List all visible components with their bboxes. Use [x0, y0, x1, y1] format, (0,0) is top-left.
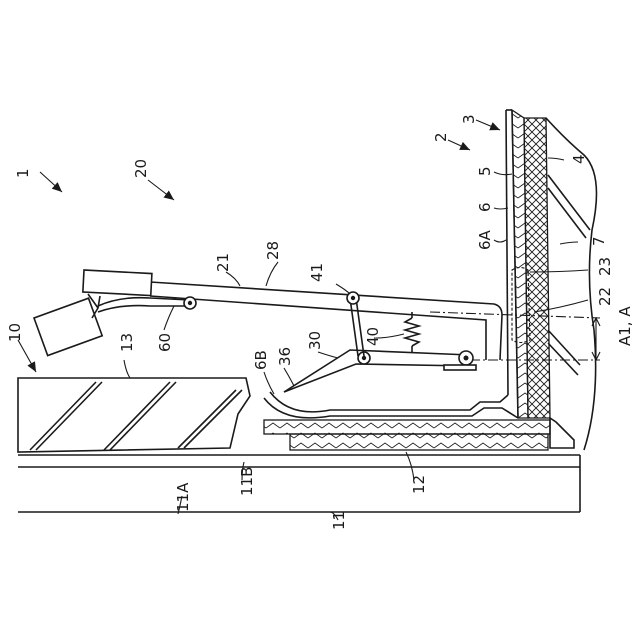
link-60 [98, 297, 196, 312]
label-40: 40 [364, 327, 382, 346]
trim-6B [264, 392, 518, 418]
label-36: 36 [276, 347, 294, 366]
label-30: 30 [306, 331, 324, 350]
label-11A: 11A [174, 482, 192, 512]
label-20: 20 [132, 159, 150, 178]
label-23: 23 [596, 257, 614, 276]
label-7: 7 [590, 236, 608, 246]
label-11B: 11B [238, 467, 256, 496]
label-22: 22 [596, 287, 614, 306]
label-5: 5 [476, 166, 494, 176]
label-13: 13 [118, 333, 136, 352]
label-60: 60 [156, 333, 174, 352]
lower-arm-30 [284, 350, 476, 392]
seat-cushion-13 [18, 378, 250, 452]
label-21: 21 [214, 253, 232, 272]
label-6A: 6A [476, 229, 494, 250]
label-10: 10 [6, 323, 24, 342]
link-41 [347, 292, 364, 356]
lever-arm-21 [150, 282, 502, 360]
label-11: 11 [330, 511, 348, 530]
label-6: 6 [476, 202, 494, 212]
floor-panel-11 [18, 455, 580, 512]
label-41: 41 [308, 263, 326, 282]
label-28: 28 [264, 241, 282, 260]
label-1: 1 [14, 168, 32, 178]
dimension-A1-A [592, 318, 600, 360]
floor-mat-12 [264, 420, 550, 450]
label-3: 3 [460, 114, 478, 124]
label-2: 2 [432, 132, 450, 142]
label-A1-A: A1, A [616, 306, 634, 346]
label-12: 12 [410, 475, 428, 494]
spring-40 [405, 312, 419, 352]
label-6B: 6B [252, 350, 270, 370]
label-4: 4 [570, 154, 588, 164]
